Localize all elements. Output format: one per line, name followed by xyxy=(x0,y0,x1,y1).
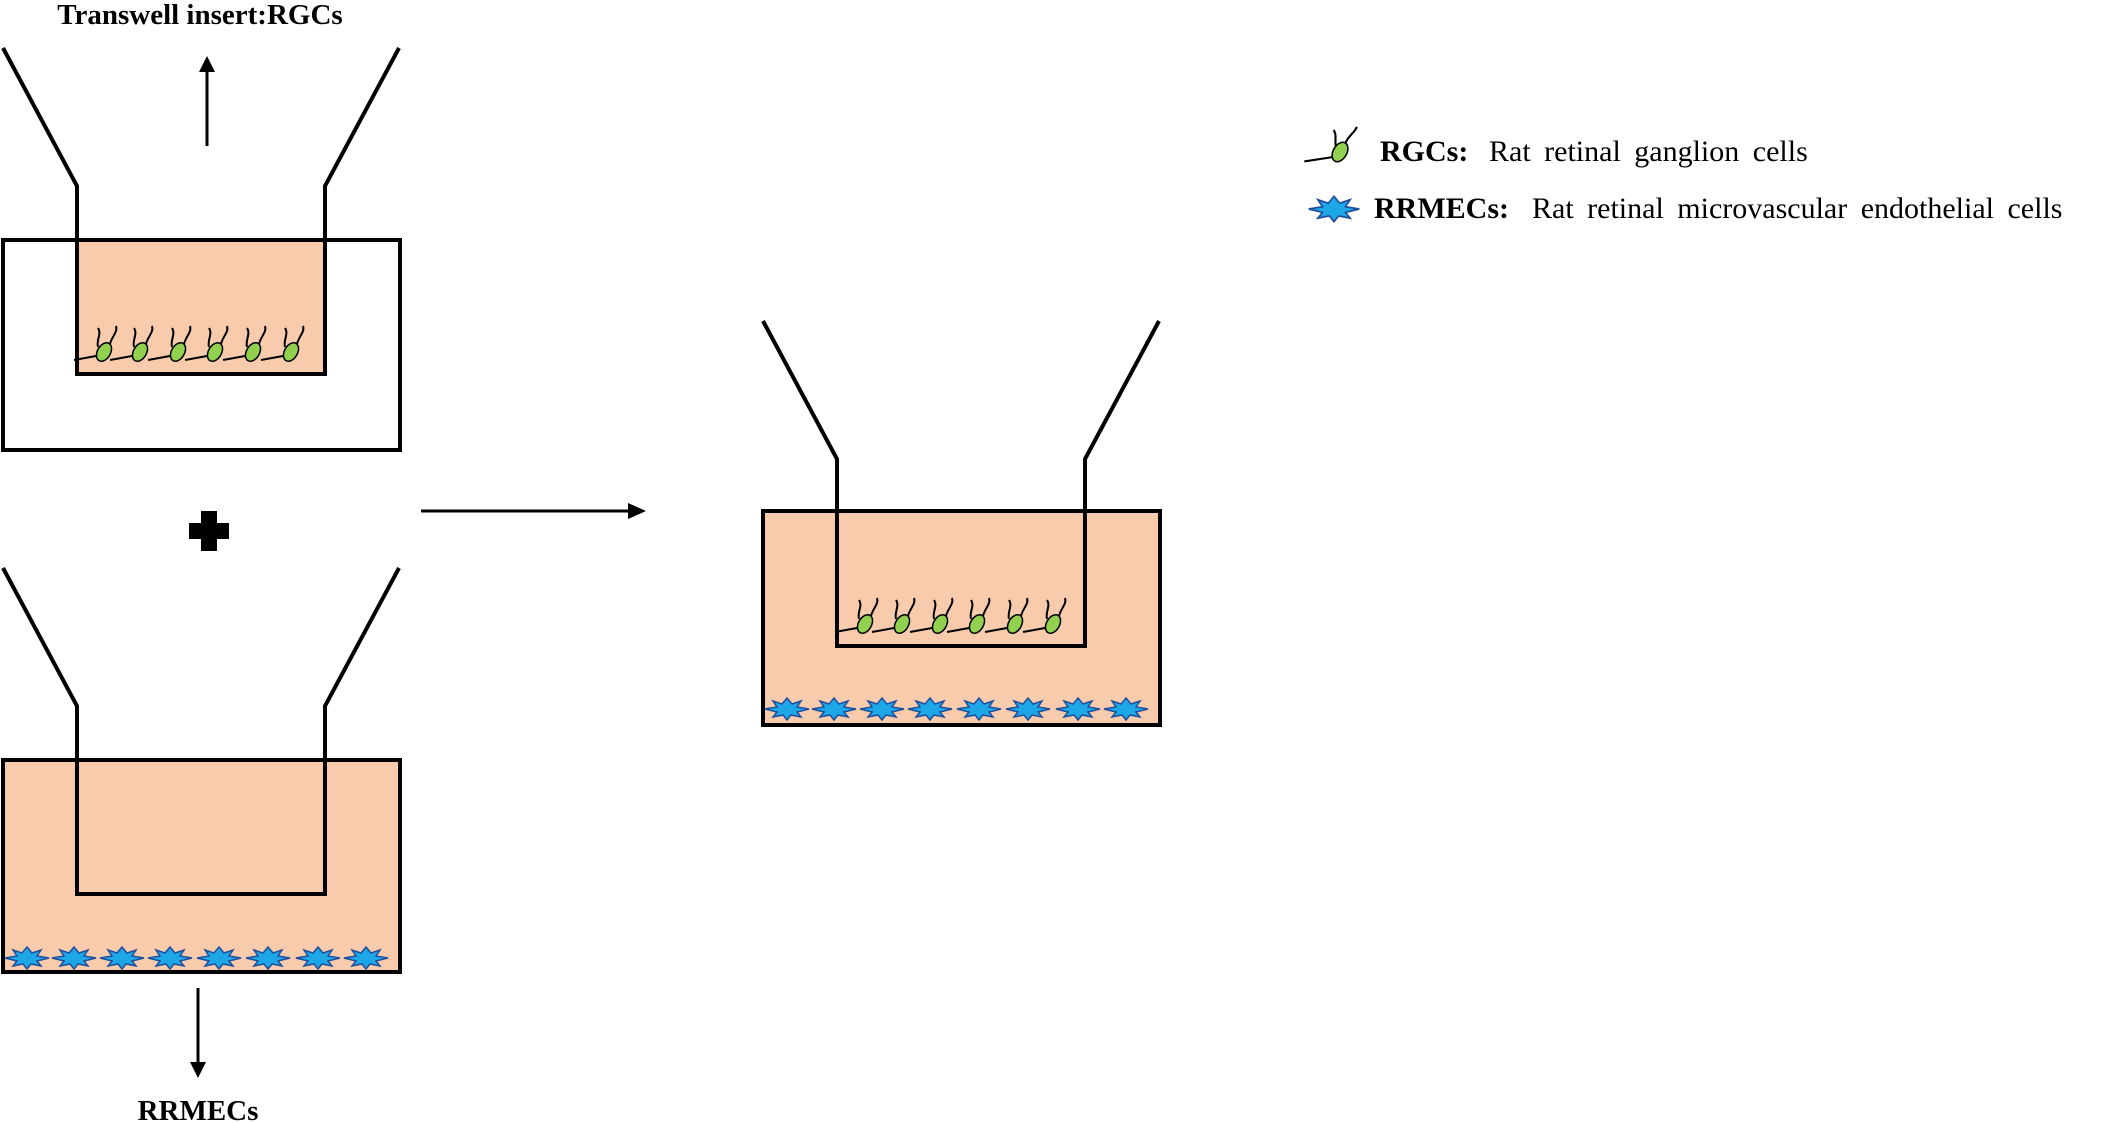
transwell-insert-group: Transwell insert:RGCs xyxy=(1,0,402,452)
well-medium xyxy=(3,760,400,972)
insert-title: Transwell insert:RGCs xyxy=(57,0,342,31)
rgc-cell-icon xyxy=(1304,126,1358,163)
outer-well xyxy=(1,758,402,974)
legend-item-rrmecs: RRMECs: Rat retinal microvascular endoth… xyxy=(1308,192,2062,225)
legend-text-rrmecs: Rat retinal microvascular endothelial ce… xyxy=(1532,192,2062,225)
up-arrow-icon xyxy=(199,56,215,146)
down-arrow-icon xyxy=(190,988,206,1078)
legend-text-rgcs: Rat retinal ganglion cells xyxy=(1489,135,1808,168)
rrmec-well-group: RRMECs xyxy=(1,567,402,1123)
insert-outline-empty xyxy=(1,567,401,896)
outer-well-empty xyxy=(1,238,402,452)
legend: RGCs: Rat retinal ganglion cells RRMECs:… xyxy=(1304,126,2062,225)
rrmecs-label: RRMECs xyxy=(138,1095,259,1123)
legend-item-rgcs: RGCs: Rat retinal ganglion cells xyxy=(1304,126,1808,168)
legend-key-rrmecs: RRMECs: xyxy=(1374,192,1509,225)
coculture-well-group xyxy=(761,320,1162,727)
coculture-medium xyxy=(763,511,1160,725)
coculture-outer-well xyxy=(761,509,1162,727)
plus-icon xyxy=(189,511,229,551)
insert-outline xyxy=(1,47,401,376)
rrmec-cell-icon xyxy=(1308,195,1360,224)
combine-arrow-icon xyxy=(421,503,646,519)
coculture-insert-outline xyxy=(761,320,1161,648)
legend-key-rgcs: RGCs: xyxy=(1380,135,1468,168)
